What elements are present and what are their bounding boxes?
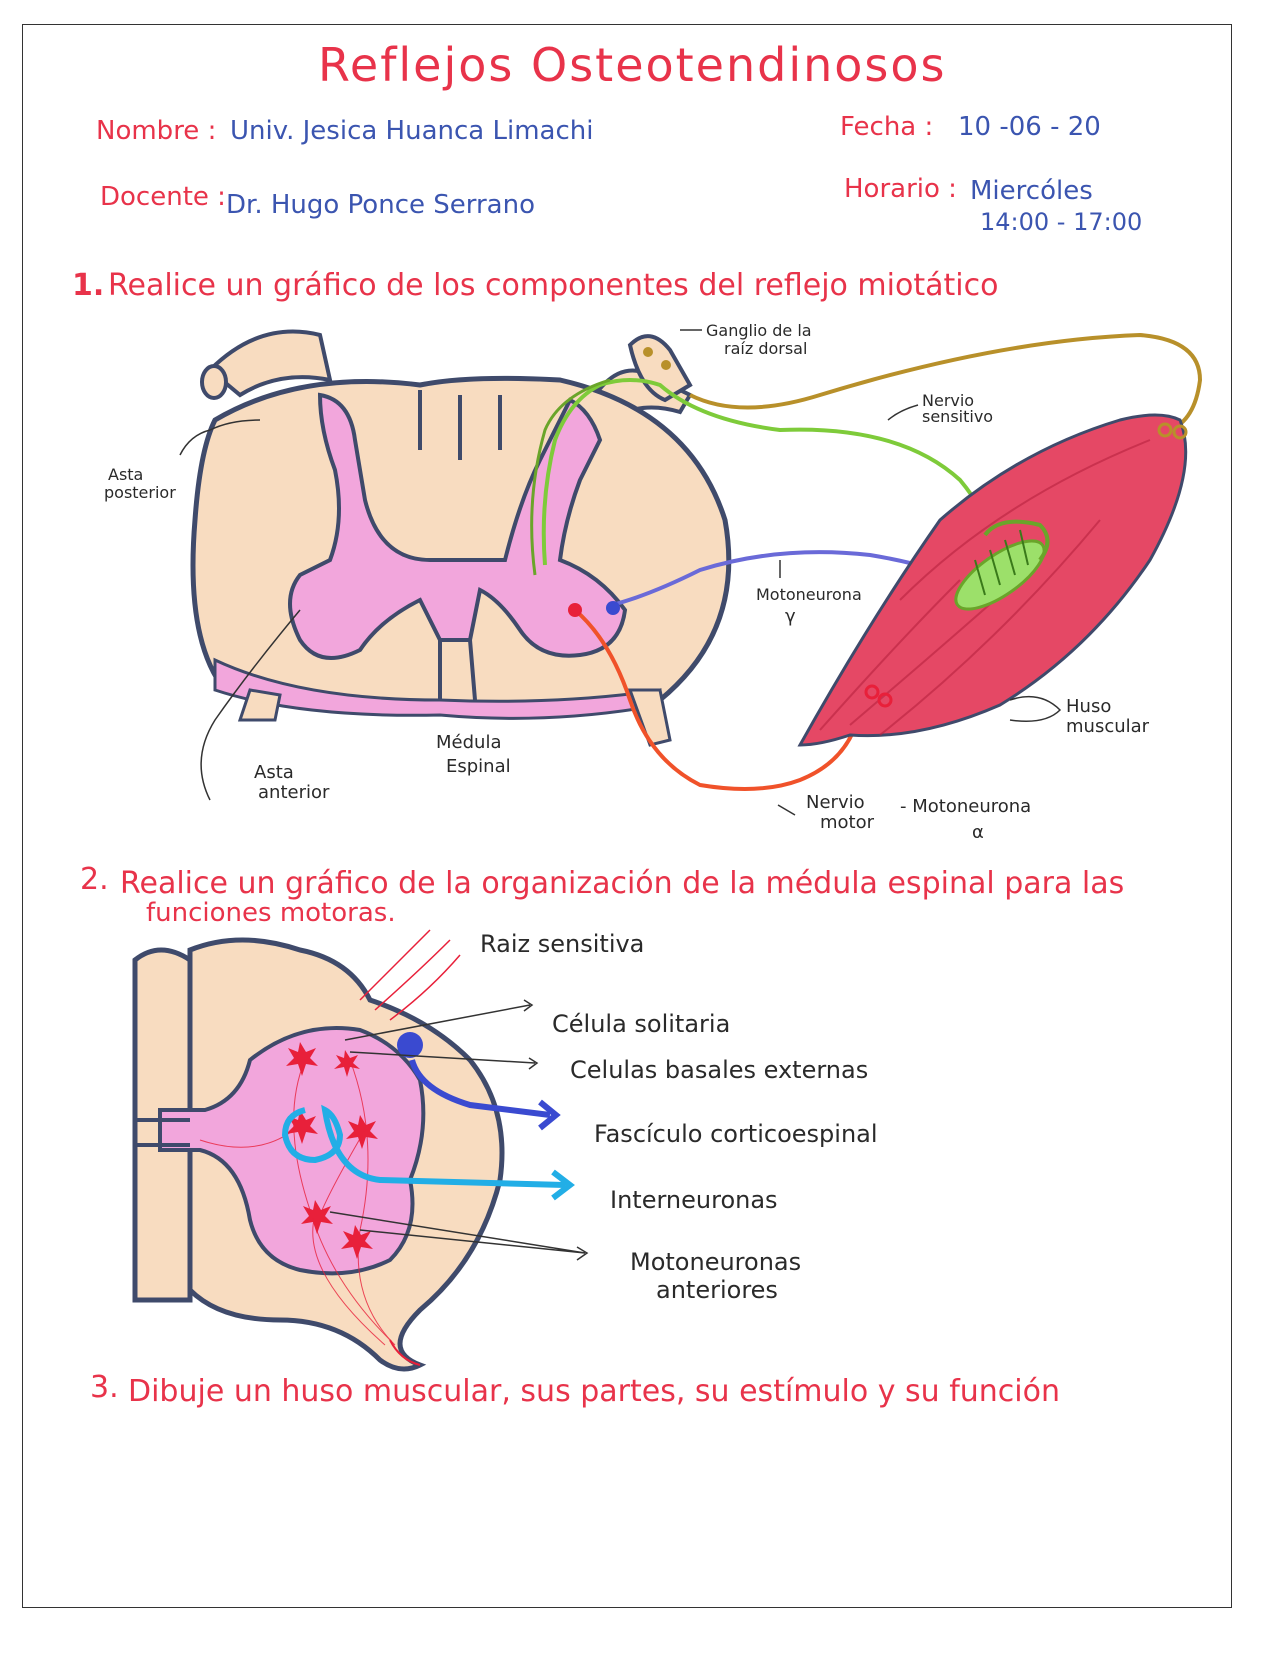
- sensory-nerve-path: [541, 378, 992, 566]
- question-3-number: 3.: [90, 1370, 119, 1405]
- label-anterior-horn-2: anterior: [258, 782, 330, 803]
- label-corticospinal-tract: Fascículo corticoespinal: [594, 1120, 878, 1148]
- half-spinal-cord: [132, 929, 505, 1372]
- label-solitary-cell: Célula solitaria: [552, 1010, 731, 1038]
- label-motor-nerve: Nervio: [806, 792, 865, 813]
- label-alpha-motoneuron: - Motoneurona: [900, 796, 1032, 817]
- horario-time: 14:00 - 17:00: [980, 208, 1143, 236]
- label-spinal-cord: Médula: [436, 732, 502, 753]
- label-spinal-cord-2: Espinal: [446, 756, 511, 777]
- question-2-text-line2: funciones motoras.: [146, 898, 396, 928]
- nombre-value: Univ. Jesica Huanca Limachi: [230, 116, 594, 146]
- nombre-label: Nombre :: [96, 116, 217, 146]
- label-anterior-motoneurons: Motoneuronas: [630, 1248, 802, 1276]
- external-basal-cell: [397, 1032, 423, 1058]
- label-anterior-horn: Asta: [254, 762, 294, 783]
- horario-day: Miercóles: [970, 176, 1093, 206]
- label-sensory-root: Raiz sensitiva: [480, 930, 645, 958]
- label-alpha-symbol: α: [972, 822, 984, 843]
- question-2-number: 2.: [80, 862, 109, 897]
- gamma-neuron: [606, 601, 620, 615]
- docente-label: Docente :: [100, 182, 226, 212]
- question-2-text: Realice un gráfico de la organización de…: [120, 866, 1125, 901]
- label-ganglion: Ganglio de la: [706, 321, 812, 340]
- question-1-number: 1.: [72, 268, 105, 303]
- label-posterior-horn: Asta: [108, 465, 144, 484]
- fecha-label: Fecha :: [840, 112, 934, 142]
- page-title: Reflejos Osteotendinosos: [318, 38, 947, 92]
- motor-neurons: [286, 1042, 378, 1259]
- horario-label: Horario :: [844, 174, 957, 204]
- label-gamma-motoneuron: Motoneurona: [756, 585, 862, 604]
- muscle-spindle: [954, 519, 1050, 611]
- dorsal-root-nerve: [689, 332, 1203, 432]
- interneuron-loop: [281, 1104, 566, 1188]
- label-external-basal-cells: Celulas basales externas: [570, 1056, 869, 1084]
- spinal-cord-cross-section: [190, 329, 732, 747]
- label-sensory-nerve-2: sensitivo: [922, 407, 994, 426]
- label-muscle-spindle: Huso: [1066, 696, 1112, 717]
- paper-sheet: [22, 24, 1232, 1608]
- label-sensory-nerve: Nervio: [922, 391, 975, 410]
- label-ganglion-2: raíz dorsal: [724, 339, 808, 358]
- label-interneurons: Interneuronas: [610, 1186, 778, 1214]
- label-posterior-horn-2: posterior: [104, 483, 176, 502]
- fecha-value: 10 -06 - 20: [958, 112, 1101, 142]
- alpha-neuron: [568, 603, 582, 617]
- label-muscle-spindle-2: muscular: [1066, 716, 1150, 737]
- corticospinal-tract: [409, 1059, 551, 1118]
- label-gamma-symbol: γ: [785, 606, 796, 627]
- label-motor-nerve-2: motor: [820, 812, 875, 833]
- question-3-text: Dibuje un huso muscular, sus partes, su …: [128, 1374, 1061, 1409]
- question-1-text: Realice un gráfico de los componentes de…: [108, 268, 999, 303]
- docente-value: Dr. Hugo Ponce Serrano: [226, 190, 535, 220]
- dorsal-root-ganglion: [627, 334, 693, 403]
- label-anterior-motoneurons-2: anteriores: [656, 1276, 778, 1304]
